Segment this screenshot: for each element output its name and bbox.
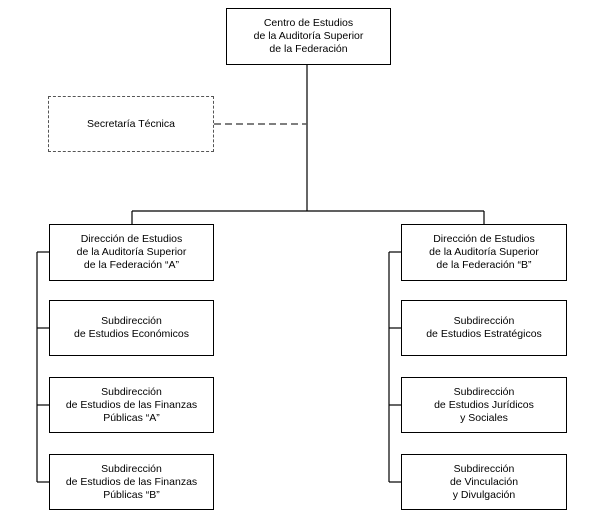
left-subdirection-label: Subdirección de Estudios de las Finanzas… bbox=[65, 462, 198, 501]
right-subdirection-box: Subdirección de Estudios Jurídicos y Soc… bbox=[401, 377, 567, 433]
right-subdirection-label: Subdirección de Vinculación y Divulgació… bbox=[449, 462, 519, 501]
head-label: Centro de Estudios de la Auditoría Super… bbox=[253, 17, 364, 55]
left-subdirection-box: Subdirección de Estudios de las Finanzas… bbox=[49, 377, 214, 433]
head-box: Centro de Estudios de la Auditoría Super… bbox=[226, 8, 391, 65]
left-subdirection-box: Subdirección de Estudios de las Finanzas… bbox=[49, 454, 214, 510]
right-subdirection-box: Subdirección de Vinculación y Divulgació… bbox=[401, 454, 567, 510]
left-director-box: Dirección de Estudios de la Auditoría Su… bbox=[49, 224, 214, 281]
right-subdirection-label: Subdirección de Estudios Jurídicos y Soc… bbox=[434, 385, 534, 424]
staff-box: Secretaría Técnica bbox=[48, 96, 214, 152]
left-subdirection-label: Subdirección de Estudios Económicos bbox=[74, 315, 189, 340]
left-director-label: Dirección de Estudios de la Auditoría Su… bbox=[76, 233, 187, 271]
left-subdirection-label: Subdirección de Estudios de las Finanzas… bbox=[65, 385, 198, 424]
right-subdirection-label: Subdirección de Estudios Estratégicos bbox=[426, 315, 542, 340]
left-subdirection-box: Subdirección de Estudios Económicos bbox=[49, 300, 214, 356]
right-director-box: Dirección de Estudios de la Auditoría Su… bbox=[401, 224, 567, 281]
staff-label: Secretaría Técnica bbox=[87, 117, 175, 130]
right-subdirection-box: Subdirección de Estudios Estratégicos bbox=[401, 300, 567, 356]
right-director-label: Dirección de Estudios de la Auditoría Su… bbox=[429, 233, 539, 271]
